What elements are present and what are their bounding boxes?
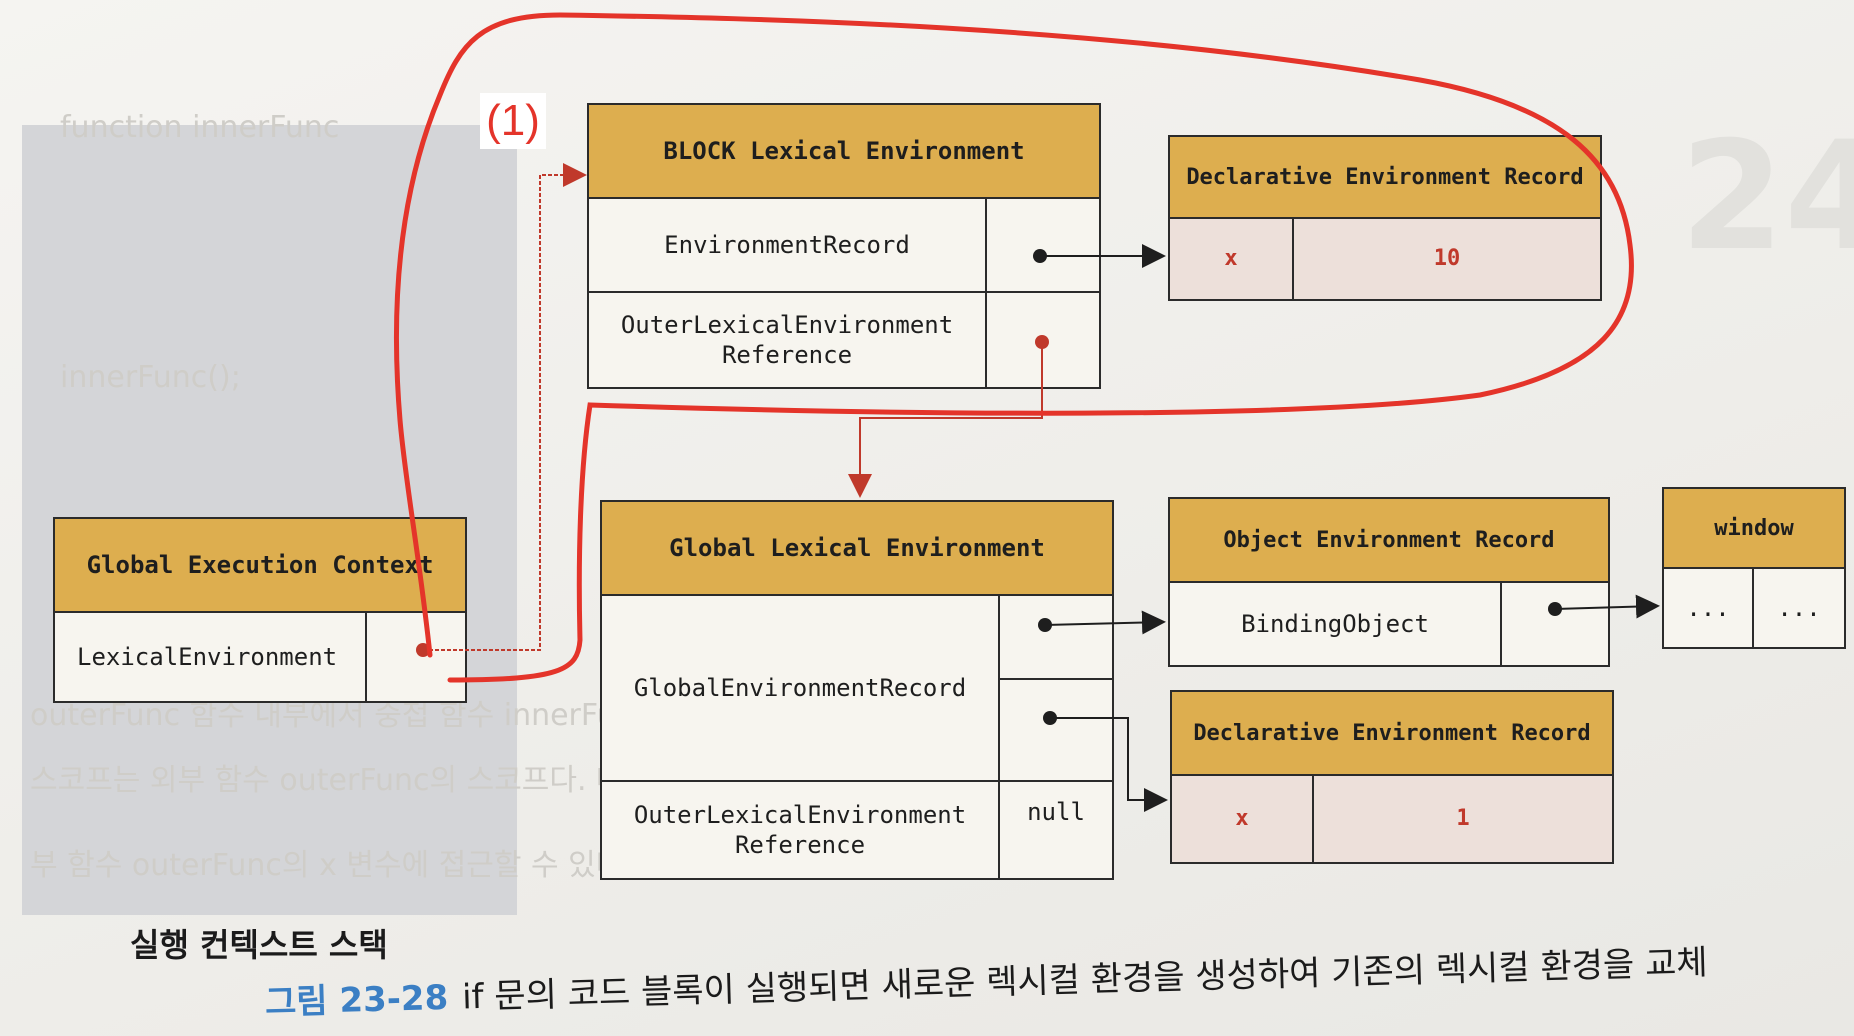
cell-divider bbox=[1312, 776, 1314, 862]
global-execution-context-box: Global Execution Context LexicalEnvironm… bbox=[53, 517, 467, 703]
global-record-key-cell: x bbox=[1172, 776, 1312, 862]
row-divider bbox=[998, 678, 1112, 680]
annotation-label-1: (1) bbox=[480, 93, 546, 149]
window-title: window bbox=[1664, 489, 1844, 569]
global-record-value: 1 bbox=[1456, 806, 1470, 831]
global-lexical-environment-box: Global Lexical Environment GlobalEnviron… bbox=[600, 500, 1114, 880]
block-record-value-cell: 10 bbox=[1294, 219, 1600, 299]
global-record-key: x bbox=[1235, 806, 1249, 831]
block-record-value: 10 bbox=[1433, 246, 1461, 271]
environment-record-label: EnvironmentRecord bbox=[664, 231, 910, 259]
block-lexical-environment-box: BLOCK Lexical Environment EnvironmentRec… bbox=[587, 103, 1101, 389]
faint-code-line: innerFunc(); bbox=[60, 360, 241, 395]
row-divider bbox=[602, 780, 1112, 782]
block-record-key: x bbox=[1224, 246, 1238, 271]
global-declarative-record-title: Declarative Environment Record bbox=[1172, 692, 1612, 776]
window-object-box: window ... ... bbox=[1662, 487, 1846, 649]
window-cell-2: ... bbox=[1777, 594, 1821, 622]
cell-divider bbox=[1292, 219, 1294, 299]
block-lexical-environment-title: BLOCK Lexical Environment bbox=[589, 105, 1099, 199]
row-divider bbox=[589, 291, 1099, 293]
object-record-arrow bbox=[1038, 610, 1166, 635]
object-environment-record-box: Object Environment Record BindingObject bbox=[1168, 497, 1610, 667]
cell-divider bbox=[1500, 583, 1502, 665]
block-declarative-record-title: Declarative Environment Record bbox=[1170, 137, 1600, 219]
faint-text-line: 부 함수 outerFunc의 x 변수에 접근할 수 있다 bbox=[30, 848, 624, 883]
binding-object-label: BindingObject bbox=[1241, 610, 1429, 638]
block-outer-reference-arrow bbox=[848, 335, 1049, 498]
block-declarative-record-box: Declarative Environment Record x 10 bbox=[1168, 135, 1602, 301]
cell-divider bbox=[365, 613, 367, 701]
figure-number: 그림 23-28 bbox=[264, 977, 449, 1023]
binding-object-arrow bbox=[1548, 594, 1660, 619]
window-cell-1: ... bbox=[1686, 594, 1730, 622]
global-lexical-environment-title: Global Lexical Environment bbox=[602, 502, 1112, 596]
global-outer-reference-label: OuterLexicalEnvironment Reference bbox=[633, 801, 967, 859]
lexical-environment-label: LexicalEnvironment bbox=[77, 643, 338, 671]
cell-divider bbox=[1752, 569, 1754, 647]
faint-code-line: function innerFunc bbox=[60, 110, 340, 145]
block-record-key-cell: x bbox=[1170, 219, 1292, 299]
null-value: null bbox=[1027, 798, 1085, 826]
declarative-record-arrow bbox=[1043, 711, 1168, 812]
global-execution-context-title: Global Execution Context bbox=[55, 519, 465, 613]
cell-divider bbox=[985, 199, 987, 387]
outer-reference-label: OuterLexicalEnvironment Reference bbox=[620, 311, 954, 369]
block-record-arrow bbox=[1033, 244, 1166, 268]
stack-caption: 실행 컨텍스트 스택 bbox=[130, 926, 388, 964]
execution-context-pointer bbox=[416, 163, 587, 657]
handdrawn-annotation-outline bbox=[393, 12, 1634, 683]
cell-divider bbox=[998, 596, 1000, 878]
global-declarative-record-box: Declarative Environment Record x 1 bbox=[1170, 690, 1614, 864]
global-record-value-cell: 1 bbox=[1314, 776, 1612, 862]
object-environment-record-title: Object Environment Record bbox=[1170, 499, 1608, 583]
global-environment-record-label: GlobalEnvironmentRecord bbox=[633, 674, 967, 702]
chapter-number-decoration: 24 bbox=[1680, 110, 1854, 284]
